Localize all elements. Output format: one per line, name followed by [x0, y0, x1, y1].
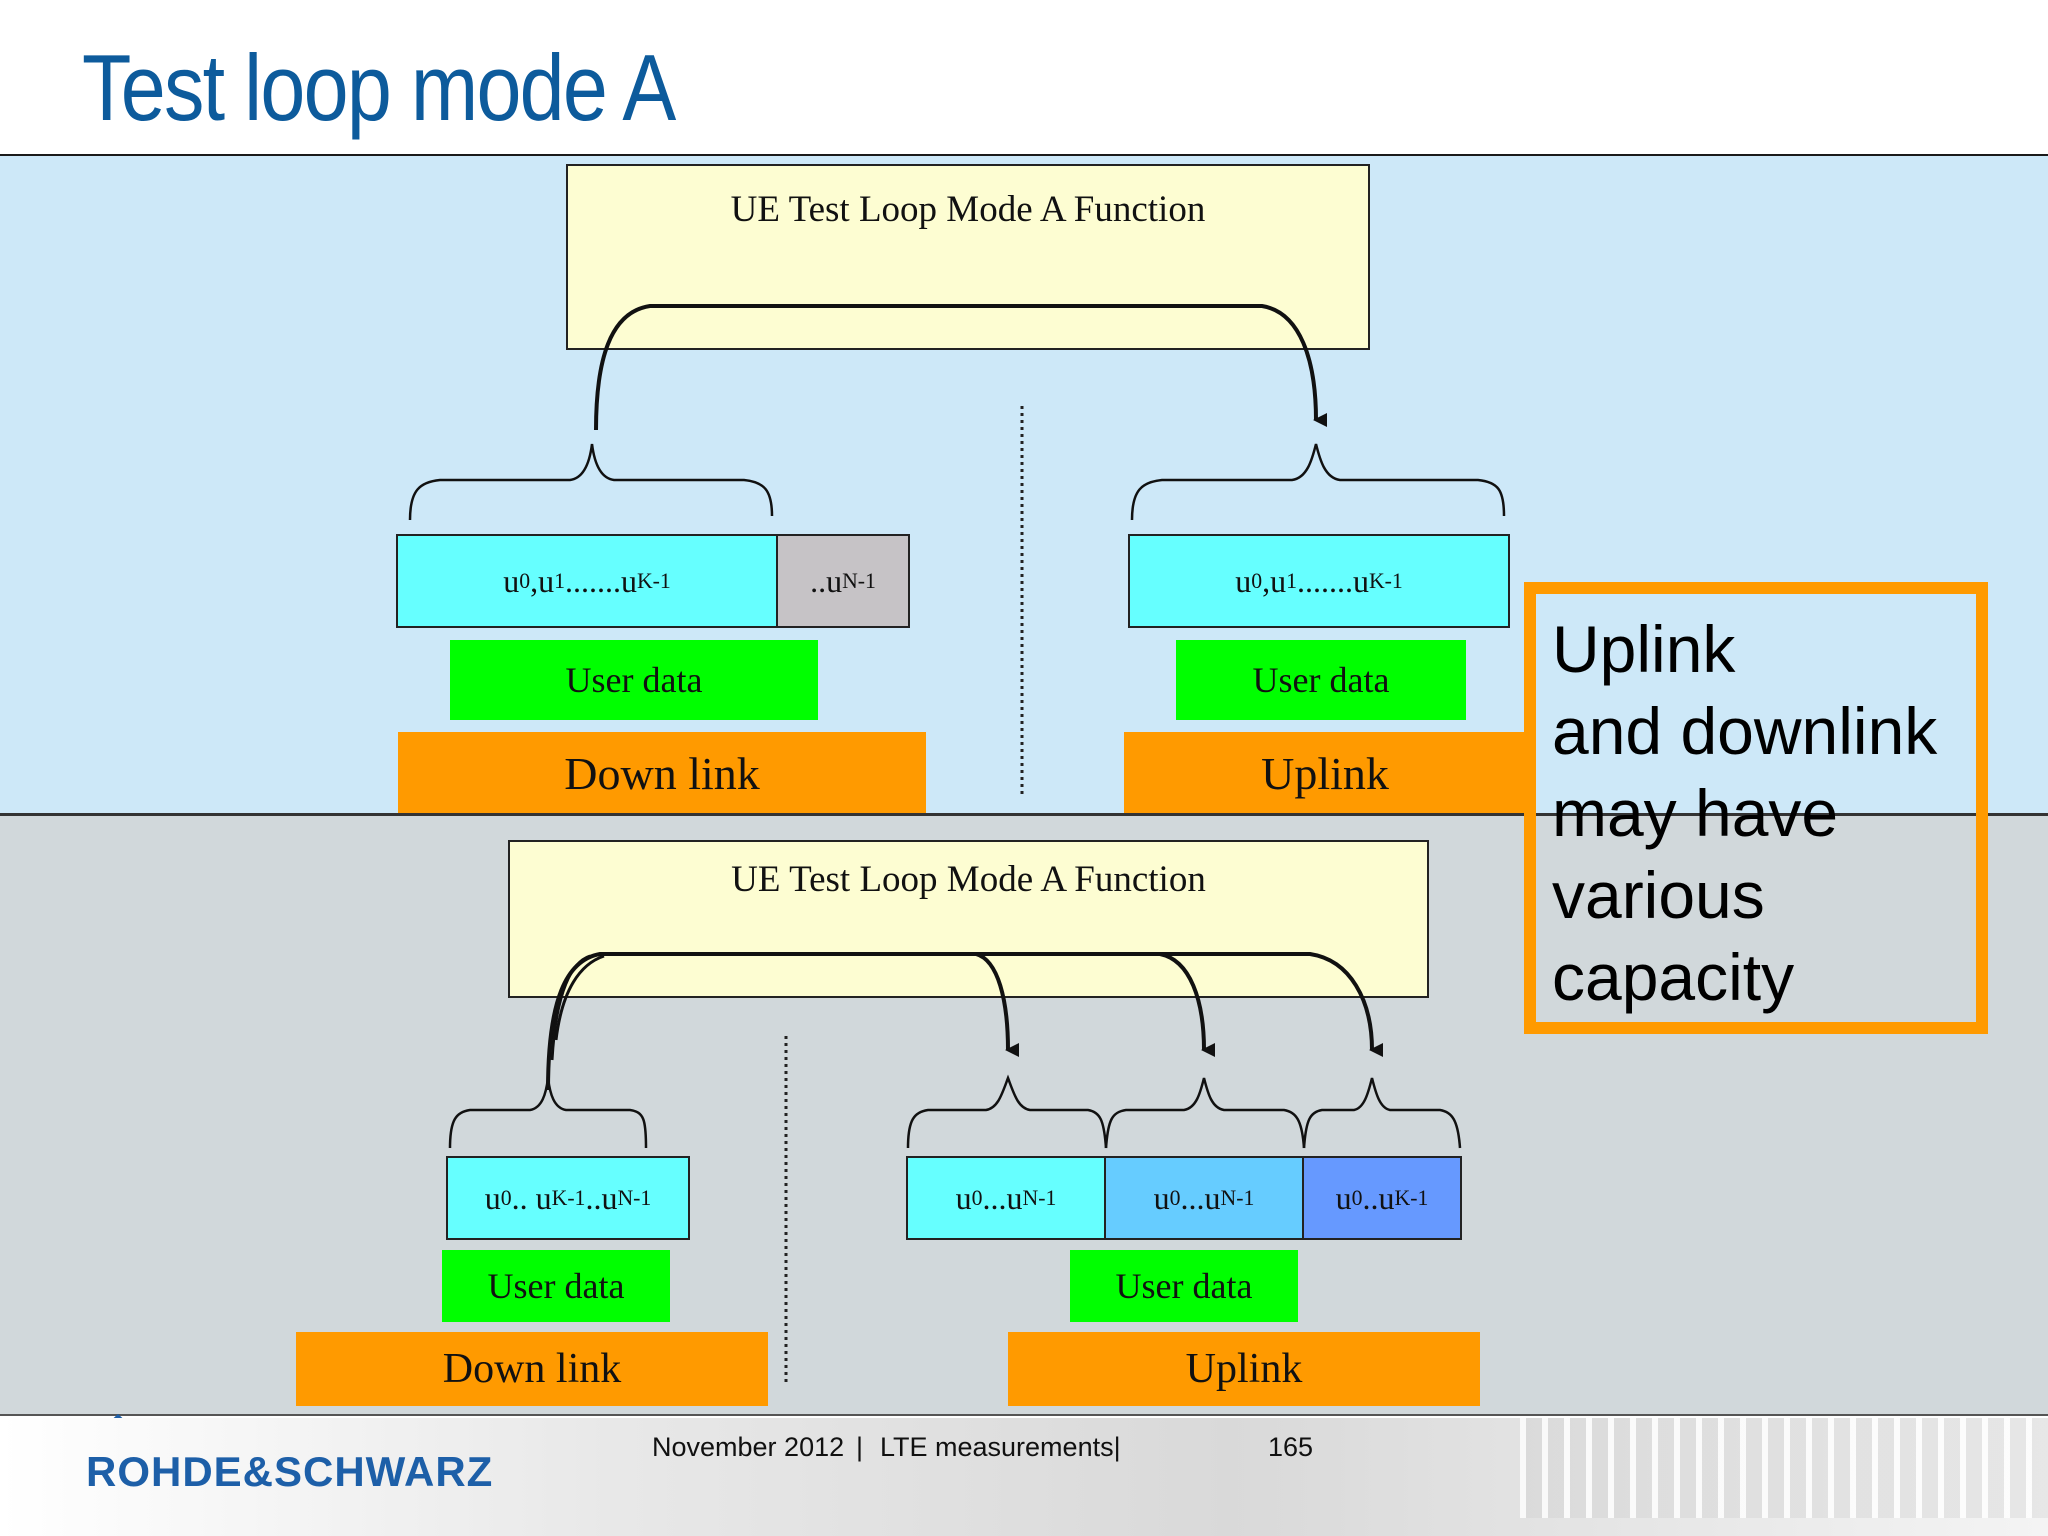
bottom-uplink-brace-3 [1302, 1077, 1462, 1149]
bottom-loop-arrow-1 [975, 952, 1020, 1057]
bottom-function-label: UE Test Loop Mode A Function [731, 859, 1206, 900]
top-loop-arrow [594, 304, 1328, 431]
footer-stripes [1520, 1418, 2048, 1518]
bottom-loop-arrow-2 [1159, 952, 1216, 1057]
note-line-2: and downlink [1552, 694, 1938, 768]
bottom-downlink-user-data: User data [442, 1250, 670, 1322]
note-line-1: Uplink [1552, 612, 1736, 686]
footer-topic: LTE measurements| [880, 1432, 1121, 1462]
top-uplink-user-data: User data [1176, 640, 1466, 720]
bottom-uplink-brace-1 [906, 1074, 1108, 1149]
top-function-box: UE Test Loop Mode A Function [566, 164, 1370, 350]
footer-date: November 2012 [652, 1432, 845, 1462]
top-uplink-label: Uplink [1124, 732, 1526, 814]
top-downlink-brace [408, 443, 774, 521]
note-line-3: may have [1552, 776, 1839, 850]
bottom-downlink-label: Down link [296, 1332, 768, 1406]
page-title: Test loop mode A [82, 35, 676, 140]
bottom-loop-arrow-main [546, 952, 1384, 1091]
page-number: 165 [1268, 1432, 1314, 1462]
capacity-note: Uplink and downlink may have various cap… [1524, 582, 1988, 1034]
note-line-4: various [1552, 858, 1765, 932]
bottom-uplink-user-data: User data [1070, 1250, 1298, 1322]
bottom-function-box: UE Test Loop Mode A Function [508, 840, 1429, 998]
bottom-downlink-brace [448, 1077, 648, 1149]
note-line-5: capacity [1552, 940, 1795, 1014]
bottom-uplink-brace-2 [1104, 1077, 1306, 1149]
top-downlink-label: Down link [398, 732, 926, 814]
top-function-label: UE Test Loop Mode A Function [730, 189, 1206, 230]
footer-separator: | [856, 1432, 864, 1462]
bottom-uplink-label: Uplink [1008, 1332, 1480, 1406]
company-logo: ROHDE&SCHWARZ [86, 1448, 494, 1495]
top-downlink-user-data: User data [450, 640, 818, 720]
top-uplink-brace [1130, 443, 1506, 521]
